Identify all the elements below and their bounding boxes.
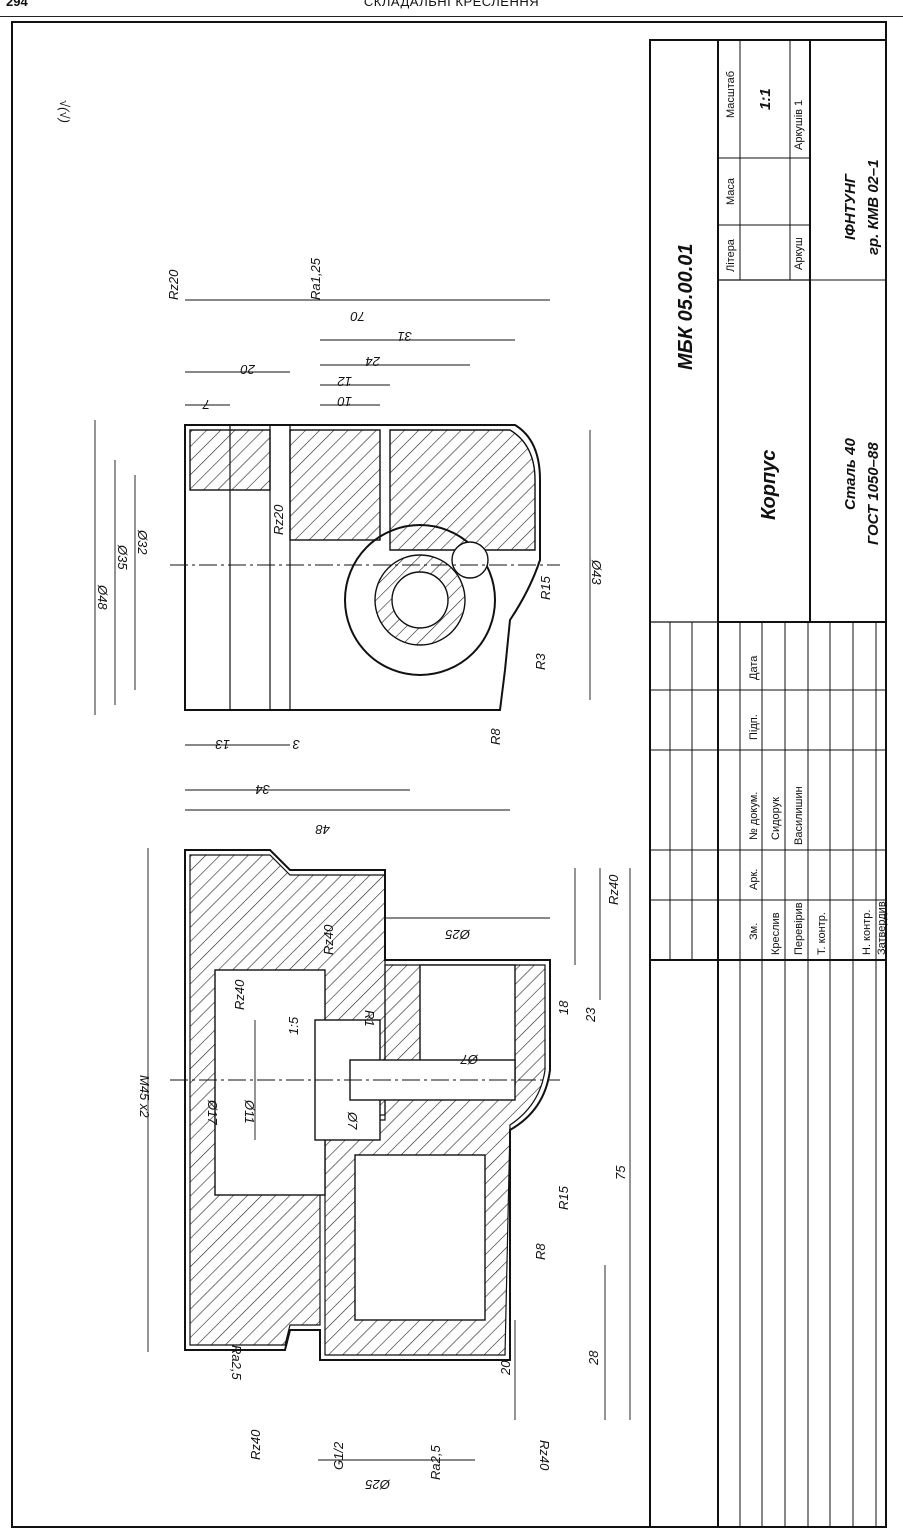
scale-value: 1:1 [757, 88, 774, 110]
dim-g1-2: G1/2 [331, 1441, 346, 1470]
dim-rz40-a: Rz40 [321, 924, 336, 955]
dim-rz40-c: Rz40 [232, 979, 247, 1010]
dim-48: 48 [315, 822, 330, 837]
row-kresliv: Креслив [770, 912, 782, 955]
dim-d25-bottom: Ø25 [365, 1477, 391, 1492]
designation: МБК 05.00.01 [675, 243, 697, 370]
dim-18: 18 [556, 1000, 571, 1015]
material-line1: Сталь 40 [842, 438, 859, 510]
row-zatverdiv: Затвердив [876, 901, 888, 955]
dim-31: 31 [398, 329, 412, 344]
title-block [649, 39, 887, 1528]
dim-34: 34 [256, 782, 270, 797]
row-kresliv-name: Сидорук [770, 797, 782, 840]
dim-12: 12 [337, 374, 352, 389]
dim-ra125: Ra1,25 [308, 257, 323, 300]
dim-r8-top: R8 [488, 728, 503, 745]
dim-rz40-d: Rz40 [248, 1429, 263, 1460]
col-data: Дата [748, 655, 760, 680]
part-view-top-dims: Ø48 Ø35 Ø32 Ø43 Rz20 Ra1,25 Rz20 70 31 2… [95, 257, 604, 837]
dim-m45x2: M45 x2 [137, 1075, 152, 1118]
dim-r15-top: R15 [538, 575, 553, 600]
dim-d11: Ø11 [242, 1099, 257, 1124]
dim-20-bottom: 20 [498, 1360, 513, 1376]
dim-d25-top: Ø25 [445, 927, 471, 942]
part-view-bottom-dims: M45 x2 Ø17 Ø11 Ø7 1:5 R1 Ø7 Ø25 Rz40 Rz4… [137, 874, 628, 1492]
dim-d43: Ø43 [589, 559, 604, 585]
dim-d7-inner: Ø7 [345, 1111, 360, 1130]
dim-d17: Ø17 [205, 1099, 220, 1125]
dim-taper: 1:5 [286, 1016, 301, 1035]
page-header: 294 СКЛАДАЛЬНІ КРЕСЛЕННЯ [0, 0, 903, 17]
dim-d48: Ø48 [95, 584, 110, 610]
row-pereviriv: Перевірив [793, 902, 805, 955]
dim-75: 75 [613, 1165, 628, 1180]
dim-20: 20 [240, 362, 256, 377]
col-zm: Зм. [748, 923, 760, 940]
org-line1: ІФНТУНГ [842, 173, 859, 240]
col-masshtab: Масштаб [725, 71, 737, 118]
dim-13: 13 [215, 737, 230, 752]
dim-28: 28 [586, 1350, 601, 1366]
dim-7: 7 [202, 397, 210, 412]
part-view-bottom [147, 848, 631, 1461]
part-name: Корпус [758, 450, 780, 520]
dim-24: 24 [366, 354, 381, 369]
dim-r3: R3 [533, 653, 548, 670]
dim-rz40-b: Rz40 [606, 874, 621, 905]
dim-70: 70 [350, 309, 365, 324]
dim-ra25-a: Ra2,5 [229, 1345, 244, 1380]
col-litera: Літера [725, 238, 737, 272]
page-title: СКЛАДАЛЬНІ КРЕСЛЕННЯ [363, 0, 540, 9]
col-pidp: Підп. [748, 714, 760, 740]
col-dokum: № докум. [748, 792, 760, 840]
dim-r1: R1 [362, 1010, 377, 1027]
row-nkontr: Н. контр. [861, 910, 873, 955]
dim-23: 23 [583, 1007, 598, 1023]
roughness-corner-symbol: √(√) [57, 100, 72, 123]
dim-10: 10 [337, 394, 352, 409]
row-tkontr: Т. контр. [816, 912, 828, 955]
dim-r15-bottom: R15 [556, 1185, 571, 1210]
org-line2: гр. КМВ 02–1 [865, 159, 882, 255]
row-pereviriv-name: Василишин [793, 786, 805, 845]
dim-d32: Ø32 [135, 529, 150, 555]
sheets-label: Аркушів 1 [793, 100, 805, 150]
material-line2: ГОСТ 1050–88 [865, 442, 882, 545]
dim-d7-side: Ø7 [460, 1052, 479, 1067]
part-view-top [94, 299, 591, 811]
dim-r8-bottom: R8 [533, 1243, 548, 1260]
col-masa: Маса [725, 177, 737, 205]
dim-rz20-top: Rz20 [166, 269, 181, 300]
dim-3: 3 [292, 737, 300, 752]
dim-ra25-b: Ra2,5 [428, 1445, 443, 1480]
sheet-label: Аркуш [793, 237, 805, 270]
dim-rz40-e: Rz40 [537, 1440, 552, 1471]
col-ark: Арк. [748, 869, 760, 890]
dim-d35: Ø35 [115, 544, 130, 570]
title-block-text: МБК 05.00.01 Корпус Сталь 40 ГОСТ 1050–8… [675, 71, 888, 955]
dim-rz20-inner: Rz20 [271, 504, 286, 535]
page-number: 294 [6, 0, 28, 9]
